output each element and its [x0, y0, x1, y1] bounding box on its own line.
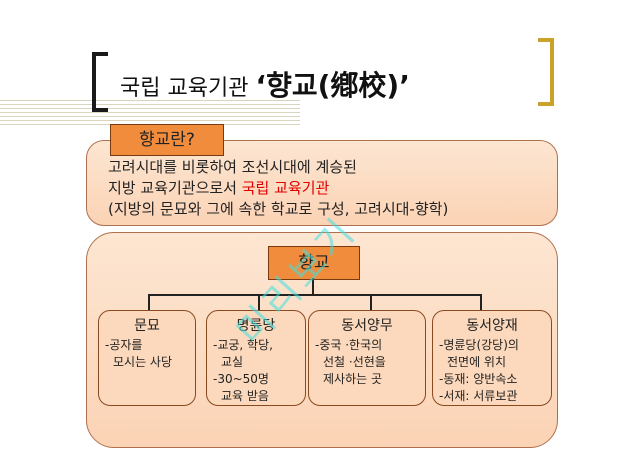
- connector-line: [370, 294, 372, 310]
- right-bracket-decoration: [538, 38, 554, 106]
- decorative-stripes: [0, 100, 300, 126]
- definition-highlight: 국립 교육기관: [241, 179, 330, 197]
- child-line: 선철 ·선현을: [323, 355, 386, 369]
- child-line: -동재: 양반속소: [439, 372, 518, 386]
- child-node-dongseoyangmu: 동서양무 -중국 ·한국의 선철 ·선현을 제사하는 곳: [308, 310, 426, 406]
- page-title: 국립 교육기관 ‘향교(鄕校)’: [120, 64, 410, 104]
- child-line: 제사하는 곳: [323, 372, 383, 386]
- root-node: 향교: [268, 246, 360, 280]
- child-line: -공자를: [105, 338, 143, 352]
- connector-line: [312, 278, 314, 294]
- title-highlight: ‘향교(鄕校)’: [255, 69, 410, 102]
- left-bracket-decoration: [92, 52, 108, 112]
- title-prefix: 국립 교육기관: [120, 76, 256, 101]
- child-node-munmyo: 문묘 -공자를 모시는 사당: [98, 310, 196, 406]
- definition-line-2: 지방 교육기관으로서 국립 교육기관: [108, 177, 329, 198]
- child-title: 동서양재: [466, 318, 518, 334]
- child-line: -중국 ·한국의: [315, 338, 383, 352]
- child-line: 전면에 위치: [447, 355, 507, 369]
- definition-line-3: (지방의 문묘와 그에 속한 학교로 구성, 고려시대-향학): [108, 200, 449, 218]
- connector-line: [148, 294, 150, 310]
- child-line: -서재: 서류보관: [439, 389, 518, 403]
- definition-label: 향교란?: [110, 124, 224, 156]
- child-line: 모시는 사당: [113, 355, 173, 369]
- child-line: -명륜당(강당)의: [439, 338, 519, 352]
- child-title: 동서양무: [341, 318, 393, 334]
- child-line: -교궁, 학당,: [213, 338, 273, 352]
- child-node-myeongryundang: 명륜당 -교궁, 학당, 교실 -30~50명 교육 받음: [206, 310, 306, 406]
- child-line: 교실: [221, 355, 244, 369]
- definition-line-2-text: 지방 교육기관으로서: [108, 179, 242, 197]
- child-title: 문묘: [134, 318, 160, 334]
- child-line: 교육 받음: [221, 389, 269, 403]
- child-line: -30~50명: [213, 372, 269, 386]
- connector-line: [148, 294, 482, 296]
- connector-line: [480, 294, 482, 310]
- child-title: 명륜당: [236, 318, 276, 334]
- definition-line-1: 고려시대를 비롯하여 조선시대에 계승된: [108, 158, 357, 176]
- connector-line: [258, 294, 260, 310]
- child-node-dongseoyangjae: 동서양재 -명륜당(강당)의 전면에 위치 -동재: 양반속소 -서재: 서류보…: [432, 310, 552, 406]
